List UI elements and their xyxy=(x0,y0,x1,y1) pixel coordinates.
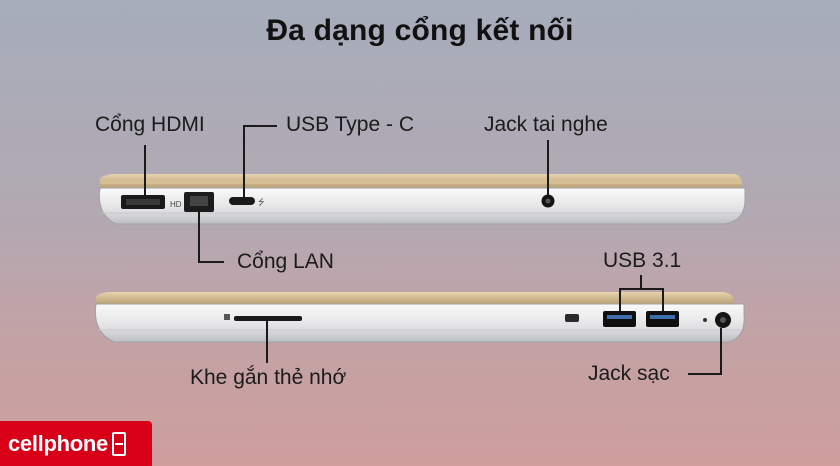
usb-c-label: USB Type - C xyxy=(286,113,414,136)
audio-jack-callout-line xyxy=(547,140,549,195)
usb31-callout-right xyxy=(662,288,664,311)
usbc-callout-horizontal xyxy=(243,125,277,127)
lan-callout-vertical xyxy=(198,212,200,262)
usbc-callout-vertical xyxy=(243,125,245,197)
card-slot-callout-line xyxy=(266,321,268,363)
usb31-callout-left xyxy=(619,288,621,311)
charge-jack-callout-horizontal xyxy=(688,373,722,375)
cellphones-s-logo-icon xyxy=(112,431,126,456)
charge-jack-callout-vertical xyxy=(720,328,722,374)
page-title: Đa dạng cổng kết nối xyxy=(266,14,574,47)
lan-label: Cổng LAN xyxy=(237,250,334,273)
laptop-right-side xyxy=(94,292,745,343)
hdmi-callout-line xyxy=(144,145,146,195)
svg-text:HD: HD xyxy=(170,200,182,209)
card-slot-label: Khe gắn thẻ nhớ xyxy=(190,366,347,389)
cellphones-logo: cellphone xyxy=(0,421,152,466)
charge-jack-label: Jack sạc xyxy=(588,362,670,385)
hdmi-label: Cổng HDMI xyxy=(95,113,205,136)
usb31-label: USB 3.1 xyxy=(603,249,682,272)
usb31-callout-bar xyxy=(619,288,664,290)
usb31-callout-stem xyxy=(640,275,642,289)
audio-jack-label: Jack tai nghe xyxy=(484,113,608,136)
laptop-left-side: HD ⭍ xyxy=(98,174,746,225)
svg-text:⭍: ⭍ xyxy=(258,198,265,207)
lan-callout-horizontal xyxy=(198,261,224,263)
logo-text: cellphone xyxy=(8,430,108,456)
